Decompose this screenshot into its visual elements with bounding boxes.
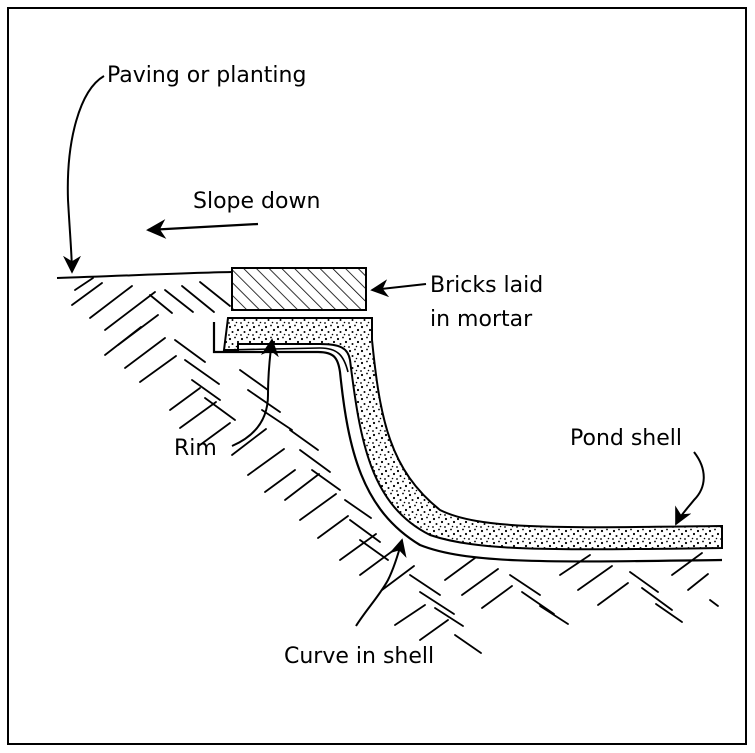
pond-shell-outer — [212, 322, 723, 563]
label-rim: Rim — [174, 436, 217, 461]
label-slope-down: Slope down — [193, 189, 320, 214]
frame-border — [7, 7, 747, 745]
pond-shell-leader-arrow — [675, 451, 705, 526]
curve-leader-arrow — [355, 538, 407, 627]
ground-surface-line — [56, 271, 233, 279]
label-pond-shell: Pond shell — [570, 426, 682, 451]
rim-leader-arrow — [231, 338, 279, 447]
paving-leader-arrow — [62, 75, 105, 274]
label-paving: Paving or planting — [107, 63, 306, 88]
label-bricks-line1: Bricks laid — [430, 273, 543, 298]
pond-shell-inner — [223, 347, 349, 373]
soil-hatching — [71, 277, 719, 654]
slope-down-arrow — [146, 219, 259, 239]
brick-block — [231, 267, 367, 311]
label-bricks-line2: in mortar — [430, 307, 533, 332]
label-curve-in-shell: Curve in shell — [284, 644, 434, 669]
bricks-leader-arrow — [370, 279, 427, 298]
